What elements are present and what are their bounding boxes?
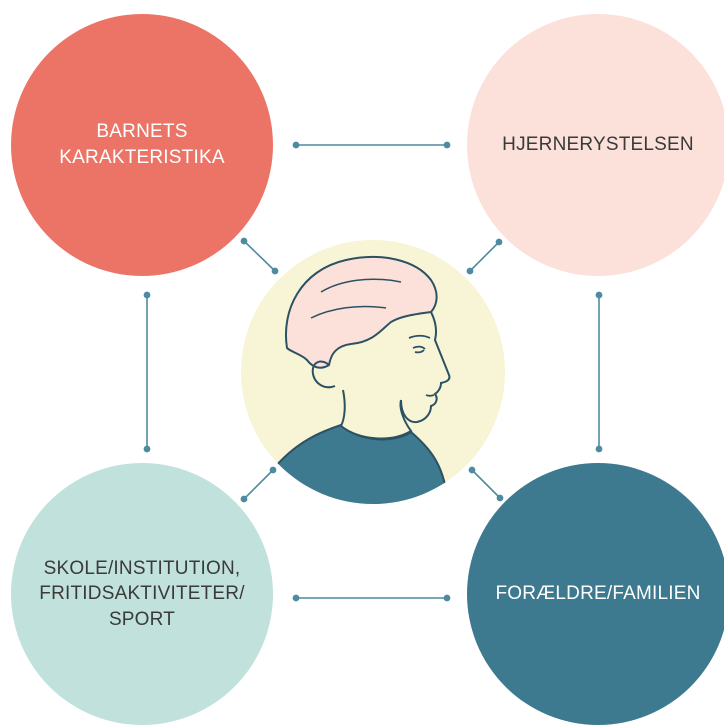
child-profile-icon	[241, 240, 505, 504]
hair-strand-line	[310, 305, 387, 319]
node-parents-family: FORÆLDRE/FAMILIEN	[467, 463, 724, 725]
node-concussion-label: HJERNERYSTELSEN	[502, 134, 694, 156]
node-parents-family-label: FORÆLDRE/FAMILIEN	[495, 583, 701, 605]
face-profile-line	[400, 311, 451, 424]
mouth-line	[425, 394, 435, 397]
node-school-activities: SKOLE/INSTITUTION, FRITIDSAKTIVITETER/ S…	[11, 463, 273, 725]
connector-top	[292, 141, 451, 149]
node-concussion: HJERNERYSTELSEN	[467, 14, 724, 276]
hair-shape	[285, 256, 438, 369]
hair-strand-line	[320, 278, 402, 293]
connector-bottom	[292, 594, 451, 602]
connector-diagonal-br	[468, 466, 504, 502]
connector-left	[143, 291, 151, 453]
connector-diagonal-tr	[466, 238, 503, 275]
ear-line	[311, 360, 336, 389]
eye-line	[412, 345, 426, 354]
node-school-activities-label: SKOLE/INSTITUTION, FRITIDSAKTIVITETER/ S…	[39, 557, 245, 630]
brow-line	[408, 334, 431, 339]
connector-diagonal-tl	[240, 237, 279, 275]
node-child-characteristics-label: BARNETS KARAKTERISTIKA	[59, 121, 225, 168]
connector-right	[595, 291, 603, 453]
connector-diagonal-bl	[240, 466, 277, 503]
node-child-characteristics: BARNETS KARAKTERISTIKA	[11, 14, 273, 276]
neck-shape	[339, 389, 413, 440]
